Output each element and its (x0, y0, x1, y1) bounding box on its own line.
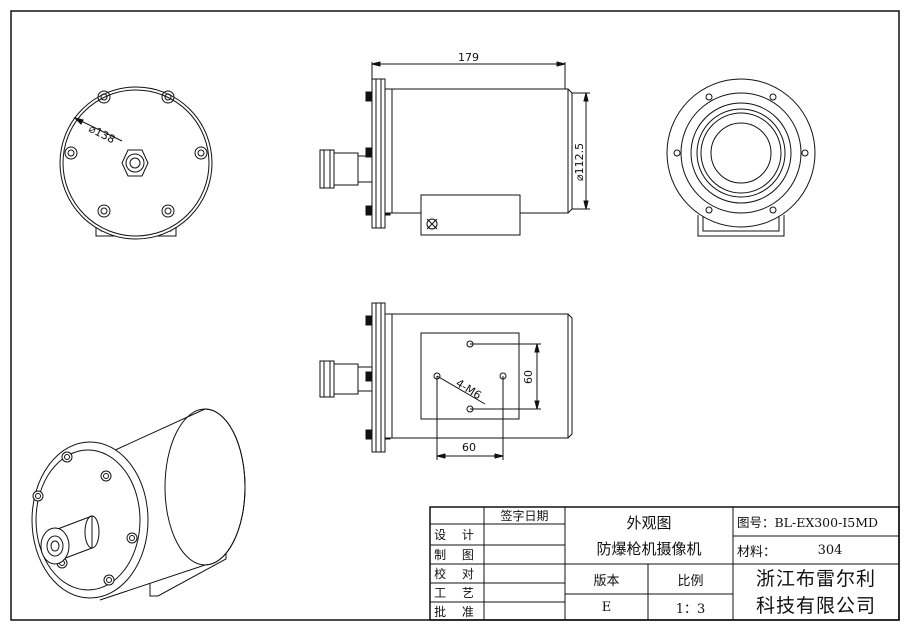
isometric-view (31, 408, 246, 601)
company-line-1: 浙江布雷尔利 (755, 568, 876, 590)
title-block-grid (429, 506, 900, 621)
front-view (59, 86, 213, 240)
rear-view (666, 78, 816, 237)
front-bolts (64, 90, 208, 218)
drawing-title: 外观图 (626, 513, 672, 532)
bottom-horizontal-label: 60 (462, 441, 476, 454)
side-view (319, 61, 590, 236)
company-line-2: 科技有限公司 (755, 595, 876, 617)
row-check: 校 对 (434, 567, 480, 581)
bottom-view (319, 302, 573, 460)
row-approve: 批 准 (434, 604, 480, 619)
row-design: 设 计 (434, 528, 480, 542)
product-name: 防爆枪机摄像机 (596, 539, 702, 558)
side-length-label: 179 (458, 51, 479, 64)
row-process: 工 艺 (434, 586, 480, 600)
side-diameter-label: ⌀112.5 (573, 143, 586, 181)
scale-label: 比例 (677, 573, 704, 589)
bottom-vertical-label: 60 (522, 370, 535, 384)
drawing-number: 图号：BL-EX300-I5MD (737, 515, 879, 530)
material-label: 材料： (737, 544, 777, 560)
version-label: 版本 (593, 573, 620, 589)
sign-date-header: 签字日期 (500, 509, 549, 523)
material-value: 304 (817, 542, 843, 558)
scale-value: 1：3 (675, 601, 706, 617)
row-draft: 制 图 (434, 548, 480, 562)
version-value: E (601, 599, 612, 615)
